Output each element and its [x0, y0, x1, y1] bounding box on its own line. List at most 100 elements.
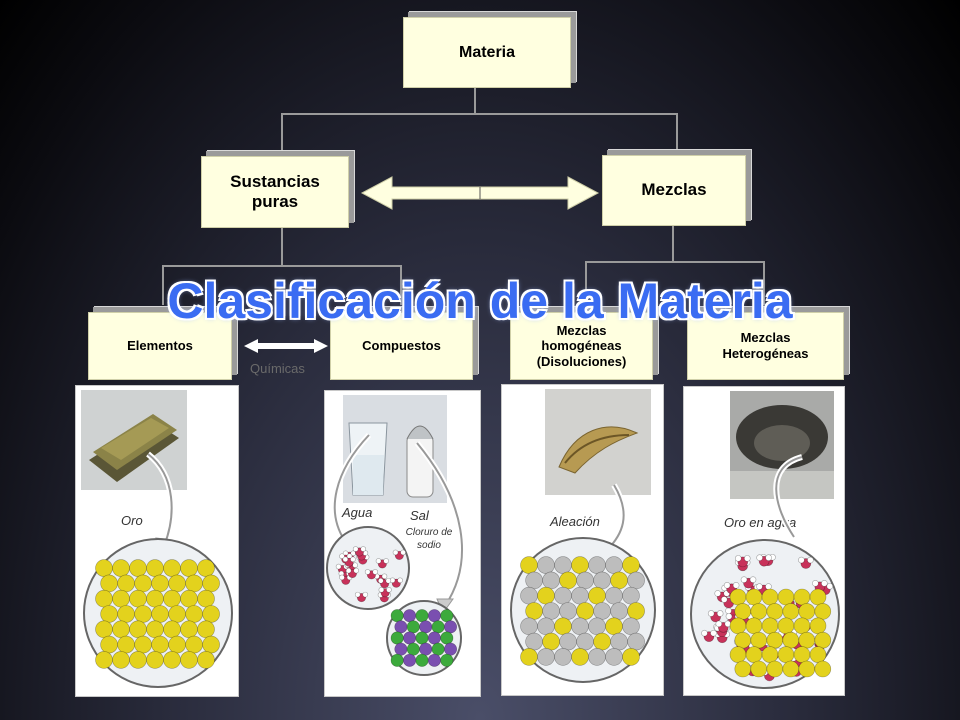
alloy-atom [605, 648, 623, 666]
gold-atom [729, 617, 747, 635]
hydrogen-atom [354, 591, 361, 598]
gold-atom [798, 660, 816, 678]
gold-atom [185, 574, 203, 593]
gold-atom [750, 603, 768, 620]
gold-atom [112, 651, 130, 669]
hydrogen-atom [339, 553, 345, 560]
gold-atom [146, 559, 164, 577]
gold-atom [745, 646, 763, 663]
gold-atom [814, 603, 832, 620]
gold-atom [134, 635, 152, 654]
gold-atom [761, 646, 779, 663]
salt-atom [427, 653, 441, 667]
gold-atom [185, 635, 203, 654]
salt-atom [394, 620, 408, 634]
gold-atom [782, 660, 800, 678]
alloy-atom [520, 617, 538, 636]
alloy-atom [554, 586, 572, 605]
hydrogen-atom [353, 567, 360, 574]
gold-atom [750, 660, 768, 678]
connector [585, 261, 587, 305]
hydrogen-atom [716, 610, 724, 617]
oro-en-agua-label: Oro en agua [724, 515, 797, 530]
hydrogen-atom [350, 556, 356, 563]
gold-atom [809, 588, 827, 606]
gold-atom [734, 660, 752, 678]
gold-atom [151, 605, 169, 623]
hydrogen-atom [765, 583, 772, 590]
gold-atom [117, 605, 135, 623]
panel-aleacion: Aleación [501, 384, 664, 696]
salt-atoms-sphere [386, 600, 462, 676]
gold-atom [197, 589, 215, 608]
gold-atom [809, 646, 827, 663]
gold-atom [129, 589, 147, 608]
hydrogen-atom [807, 556, 814, 564]
gold-atom [750, 631, 768, 649]
hydrogen-atom [734, 555, 742, 562]
alloy-atom [542, 571, 560, 590]
node-compuestos: Compuestos [330, 312, 473, 380]
gold-atom [793, 588, 811, 606]
salt-atom [427, 631, 441, 645]
salt-atom [406, 642, 420, 656]
gold-atom [197, 559, 215, 577]
hydrogen-atom [397, 577, 403, 584]
gold-atom [168, 605, 186, 623]
gold-atom [95, 651, 113, 669]
alloy-atom [627, 602, 645, 620]
hydrogen-atom [756, 554, 763, 561]
alloy-atom [542, 602, 560, 620]
alloy-atom [537, 617, 555, 636]
sal-subtitle: Cloruro de sodio [405, 527, 453, 551]
hydrogen-atom [720, 596, 728, 603]
gold-atom [134, 605, 152, 623]
panel-oro: Oro [75, 385, 239, 697]
gold-atom [197, 651, 215, 669]
gold-atom [761, 617, 779, 635]
gold-atom [202, 574, 220, 593]
water-molecules-sphere [326, 526, 410, 610]
alloy-atom [525, 602, 543, 620]
hydrogen-atom [740, 576, 748, 583]
gold-atom [129, 559, 147, 577]
connector [162, 265, 164, 305]
connector [672, 226, 674, 262]
salt-atom [394, 642, 408, 656]
gold-atom [180, 620, 198, 639]
hydrogen-atom [701, 629, 708, 637]
gold-atom [151, 635, 169, 654]
gold-atom [146, 620, 164, 639]
hydrogen-atom [714, 590, 722, 597]
alloy-atom [571, 556, 589, 574]
alloy-atom [576, 632, 594, 651]
gold-atom [112, 620, 130, 639]
alloy-atom [588, 586, 606, 605]
node-sustancias-puras: Sustancias puras [201, 156, 349, 228]
alloy-atom [525, 571, 543, 590]
salt-atom [444, 642, 458, 656]
oro-label: Oro [121, 513, 143, 528]
salt-atom [415, 653, 429, 667]
hydrogen-atom [364, 569, 371, 575]
salt-atom [415, 631, 429, 645]
gold-atom [95, 589, 113, 608]
gold-atom [100, 635, 118, 654]
salt-atom [390, 631, 404, 645]
gold-atom [100, 574, 118, 593]
connector [474, 88, 476, 114]
alloy-atom [588, 648, 606, 666]
salt-atom [403, 609, 417, 623]
connector [763, 261, 765, 305]
alloy-atom [610, 571, 628, 590]
gold-atom [798, 603, 816, 620]
alloy-atom [542, 632, 560, 651]
hydrogen-atom [386, 587, 392, 593]
gold-atom [782, 631, 800, 649]
gold-atom [814, 631, 832, 649]
salt-atom [431, 620, 445, 634]
panel-oro-en-agua: Oro en agua [683, 386, 845, 696]
salt-atom [403, 631, 417, 645]
hydrogen-atom [385, 577, 392, 584]
gold-atom [729, 646, 747, 663]
